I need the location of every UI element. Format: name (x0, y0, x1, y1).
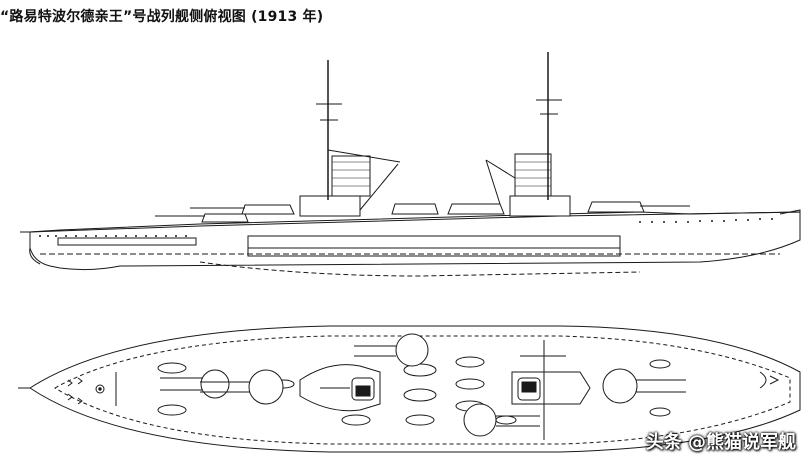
top-turret-e (603, 369, 686, 403)
side-ram (30, 248, 40, 264)
top-deck-edge (55, 336, 790, 444)
side-aft-superstructure (486, 52, 570, 216)
side-hull (30, 212, 800, 270)
top-turret-a (160, 370, 229, 398)
top-stern-details (760, 372, 778, 388)
top-fore-bridge (300, 365, 380, 411)
top-turret-b (200, 370, 283, 404)
side-casemate-band (58, 238, 196, 245)
top-aft-bridge (512, 340, 590, 440)
side-armor-lower (248, 248, 620, 256)
figure-title: “路易特波尔德亲王”号战列舰侧俯视图 (1913 年) (0, 9, 324, 25)
side-armor-belt (248, 236, 620, 248)
top-bow-fittings (68, 372, 116, 406)
top-turret-d (464, 404, 540, 436)
side-portholes (39, 218, 773, 237)
side-turrets (155, 202, 690, 222)
side-deck-line (30, 212, 800, 232)
side-fore-superstructure (300, 60, 400, 216)
side-view (20, 52, 800, 276)
watermark: 头条 @熊猫说军舰 (645, 432, 796, 453)
top-turret-c (354, 334, 428, 366)
side-stern (780, 210, 800, 240)
top-view (18, 326, 800, 452)
side-bilge (200, 262, 640, 276)
